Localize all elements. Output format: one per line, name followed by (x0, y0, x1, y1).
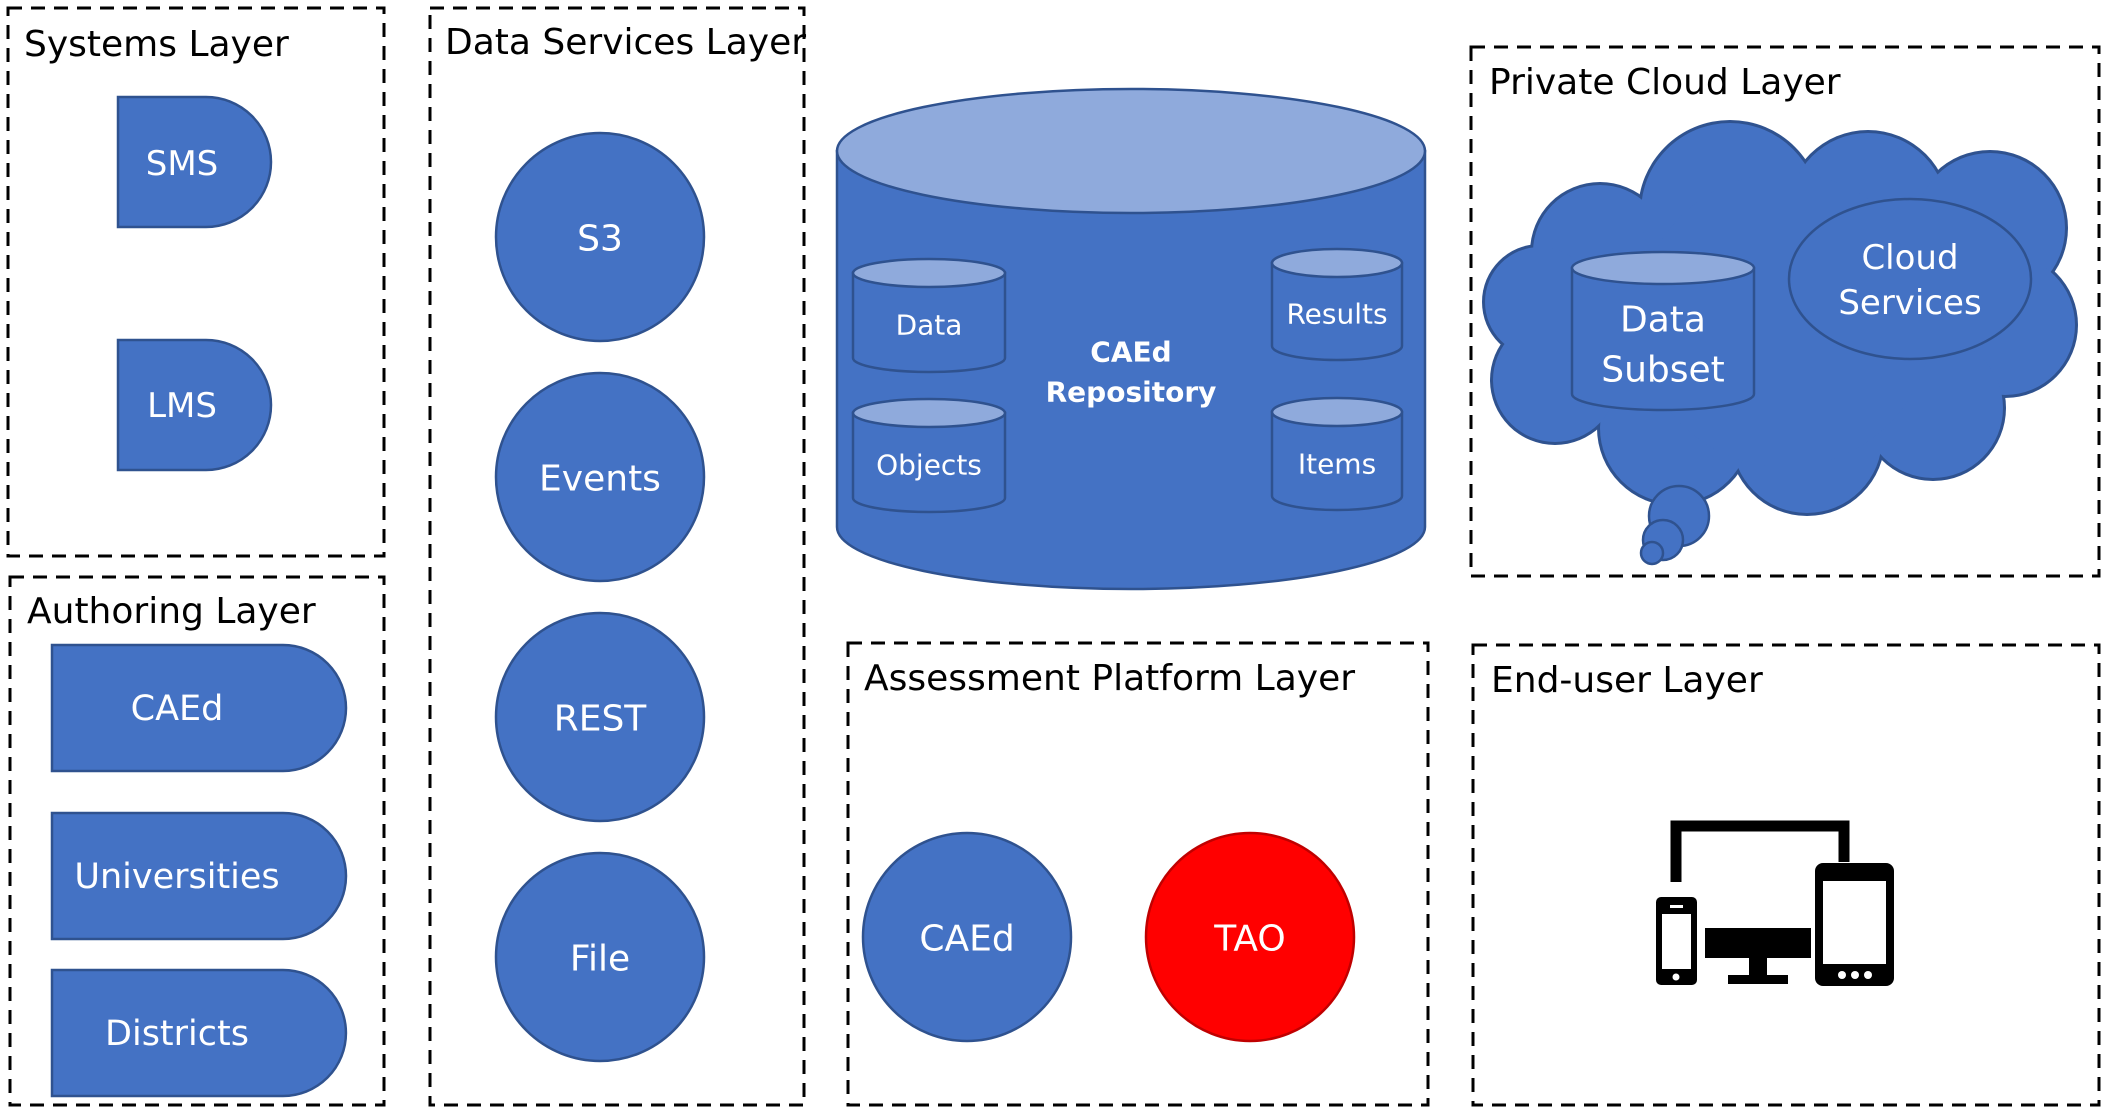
rest-label: REST (554, 699, 648, 740)
lms-node: LMS (116, 338, 273, 472)
assessment-layer-title: Assessment Platform Layer (864, 658, 1355, 699)
s3-node: S3 (494, 131, 706, 343)
monitor-base (1705, 928, 1811, 958)
private-cloud-layer-title: Private Cloud Layer (1489, 62, 1841, 103)
authoring-layer-title: Authoring Layer (27, 591, 316, 632)
end-user-layer-box (1471, 643, 2101, 1107)
universities-label: Universities (74, 857, 279, 897)
results-store-cylinder: Results (1270, 247, 1404, 362)
rest-node: REST (494, 611, 706, 823)
lms-label: LMS (147, 386, 217, 426)
events-label: Events (539, 459, 661, 500)
objects-store-cylinder: Objects (851, 397, 1007, 514)
repository-title-line2: Repository (1046, 376, 1217, 409)
cloud-services-line1: Cloud (1861, 238, 1958, 278)
repository-title-line1: CAEd (1090, 336, 1171, 369)
data-subset-line1: Data (1620, 300, 1706, 341)
data-services-layer-box (428, 6, 806, 1107)
districts-node: Districts (50, 968, 348, 1098)
results-store-label: Results (1286, 298, 1387, 331)
systems-layer-box (6, 6, 386, 558)
authoring-caed-label: CAEd (131, 689, 224, 729)
authoring-caed-node: CAEd (50, 643, 348, 773)
data-store-label: Data (896, 309, 963, 342)
file-label: File (570, 939, 630, 980)
private-cloud-layer-box (1469, 45, 2101, 578)
tao-node: TAO (1144, 831, 1356, 1043)
data-services-layer-title: Data Services Layer (445, 22, 806, 63)
sms-node: SMS (116, 95, 273, 229)
multi-device-icon (1656, 820, 1894, 986)
assessment-caed-node: CAEd (861, 831, 1073, 1043)
cloud-services-node: Cloud Services (1787, 197, 2033, 361)
assessment-caed-label: CAEd (919, 919, 1014, 960)
data-subset-line2: Subset (1601, 350, 1725, 391)
events-node: Events (494, 371, 706, 583)
sms-label: SMS (146, 144, 219, 184)
tao-label: TAO (1213, 919, 1286, 960)
districts-label: Districts (105, 1014, 249, 1054)
cloud-services-line2: Services (1838, 283, 1981, 323)
items-store-label: Items (1298, 448, 1376, 481)
s3-label: S3 (577, 219, 623, 260)
items-store-cylinder: Items (1270, 396, 1404, 512)
systems-layer-title: Systems Layer (24, 24, 289, 65)
file-node: File (494, 851, 706, 1063)
assessment-layer-box (846, 641, 1430, 1107)
universities-node: Universities (50, 811, 348, 941)
data-subset-cylinder: Data Subset (1570, 250, 1756, 412)
objects-store-label: Objects (876, 449, 982, 482)
data-store-cylinder: Data (851, 257, 1007, 374)
end-user-layer-title: End-user Layer (1491, 660, 1763, 701)
authoring-layer-box (8, 575, 386, 1107)
